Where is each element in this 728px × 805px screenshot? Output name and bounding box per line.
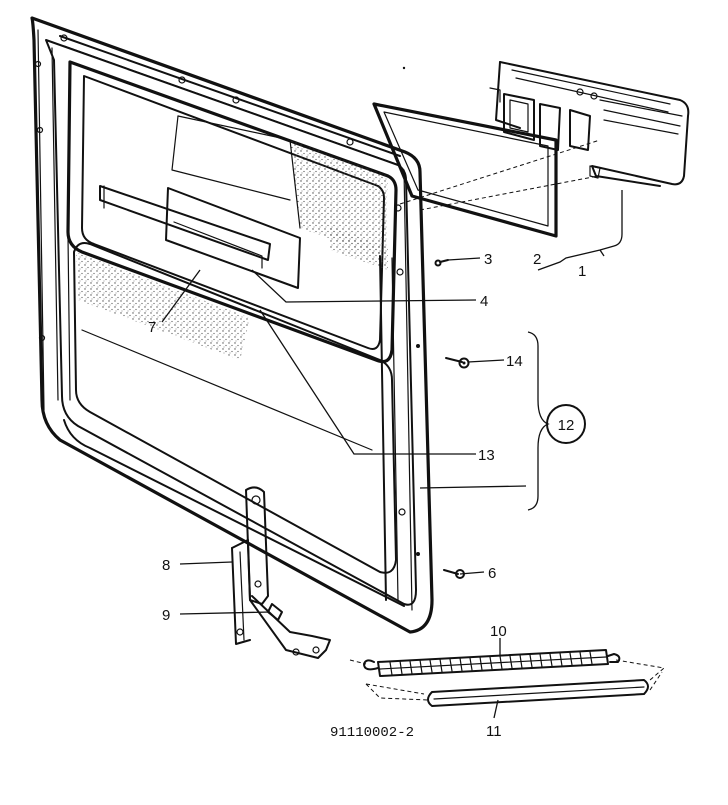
callout-11: 11 (486, 723, 502, 740)
callout-10: 10 (490, 623, 507, 640)
callout-1: 1 (578, 263, 586, 280)
hinge-bracket (231, 486, 331, 659)
callout-8: 8 (162, 557, 170, 574)
callout-4: 4 (480, 293, 488, 310)
callout-3: 3 (484, 251, 492, 268)
brace-12 (527, 331, 550, 511)
callout-14: 14 (506, 353, 523, 370)
group-12-circle (546, 404, 586, 444)
callout-13: 13 (478, 447, 495, 464)
spring-10 (349, 649, 666, 681)
tube-11 (365, 671, 663, 707)
screw-14 (445, 357, 470, 369)
callout-9: 9 (162, 607, 170, 624)
door-panel (30, 16, 434, 634)
control-unit (372, 61, 690, 238)
callout-6: 6 (488, 565, 496, 582)
callout-12: 12 (558, 417, 575, 434)
bracket-1-2 (537, 190, 623, 271)
drawing-number: 91110002-2 (330, 725, 414, 741)
screw-3 (434, 259, 449, 267)
callout-7: 7 (148, 319, 156, 336)
callout-2: 2 (533, 251, 541, 268)
leader-lines (161, 257, 527, 719)
